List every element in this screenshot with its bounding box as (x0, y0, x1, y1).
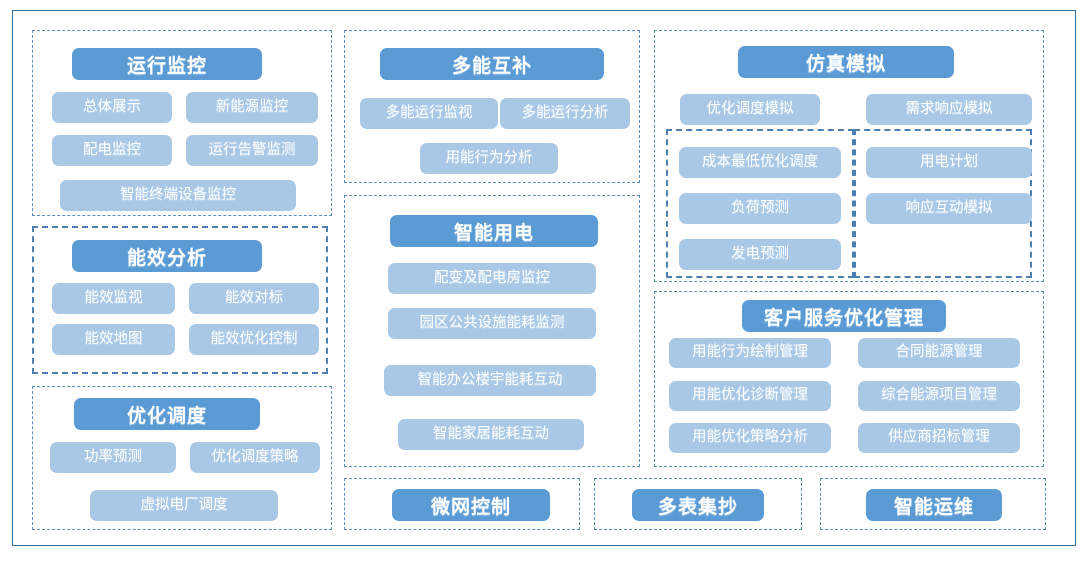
item-transformer-distribution-room-monitoring[interactable]: 配变及配电房监控 (388, 263, 596, 294)
section-header-simulation[interactable]: 仿真模拟 (738, 46, 954, 78)
item-lowest-cost-optimized-dispatch[interactable]: 成本最低优化调度 (679, 147, 841, 178)
section-header-microgrid-control[interactable]: 微网控制 (392, 489, 550, 521)
section-header-customer-service-optimization[interactable]: 客户服务优化管理 (742, 300, 946, 332)
item-multi-energy-operation-monitoring[interactable]: 多能运行监视 (360, 98, 498, 129)
item-park-public-facility-energy-monitoring[interactable]: 园区公共设施能耗监测 (388, 308, 596, 339)
item-energy-optimization-diagnosis-management[interactable]: 用能优化诊断管理 (669, 381, 831, 411)
item-multi-energy-operation-analysis[interactable]: 多能运行分析 (500, 98, 630, 129)
item-efficiency-optimization-control[interactable]: 能效优化控制 (189, 324, 319, 355)
item-operation-alarm-monitoring[interactable]: 运行告警监测 (186, 135, 318, 166)
item-integrated-energy-project-management[interactable]: 综合能源项目管理 (858, 381, 1020, 411)
item-generation-forecast[interactable]: 发电预测 (679, 239, 841, 270)
item-energy-use-behavior-analysis[interactable]: 用能行为分析 (420, 143, 558, 174)
item-new-energy-monitoring[interactable]: 新能源监控 (186, 92, 318, 123)
item-optimized-dispatch-strategy[interactable]: 优化调度策略 (190, 442, 320, 473)
item-efficiency-monitoring[interactable]: 能效监视 (52, 283, 175, 314)
item-efficiency-map[interactable]: 能效地图 (52, 324, 175, 355)
section-header-optimized-dispatch[interactable]: 优化调度 (74, 398, 260, 430)
item-contract-energy-management[interactable]: 合同能源管理 (858, 338, 1020, 368)
section-header-multi-energy-complementary[interactable]: 多能互补 (380, 48, 604, 80)
item-power-forecast[interactable]: 功率预测 (50, 442, 176, 473)
item-demand-response-simulation[interactable]: 需求响应模拟 (866, 94, 1032, 125)
item-optimized-dispatch-simulation[interactable]: 优化调度模拟 (680, 94, 820, 125)
item-smart-terminal-device-monitoring[interactable]: 智能终端设备监控 (60, 180, 296, 211)
section-header-smart-electricity-use[interactable]: 智能用电 (390, 215, 598, 247)
item-supplier-bidding-management[interactable]: 供应商招标管理 (858, 423, 1020, 453)
item-smart-home-energy-interaction[interactable]: 智能家居能耗互动 (398, 419, 584, 450)
section-header-smart-operation-maintenance[interactable]: 智能运维 (866, 489, 1002, 521)
item-overall-display[interactable]: 总体展示 (52, 92, 172, 123)
item-efficiency-benchmarking[interactable]: 能效对标 (189, 283, 319, 314)
section-header-operation-monitoring[interactable]: 运行监控 (72, 48, 262, 80)
item-load-forecast[interactable]: 负荷预测 (679, 193, 841, 224)
item-energy-optimization-strategy-analysis[interactable]: 用能优化策略分析 (669, 423, 831, 453)
item-virtual-power-plant-dispatch[interactable]: 虚拟电厂调度 (90, 490, 278, 521)
item-electricity-use-plan[interactable]: 用电计划 (866, 147, 1032, 178)
item-smart-office-building-energy-interaction[interactable]: 智能办公楼宇能耗互动 (384, 365, 596, 396)
item-distribution-monitoring[interactable]: 配电监控 (52, 135, 172, 166)
section-header-multi-meter-reading[interactable]: 多表集抄 (632, 489, 764, 521)
section-header-energy-efficiency-analysis[interactable]: 能效分析 (72, 240, 262, 272)
item-energy-behavior-mapping-management[interactable]: 用能行为绘制管理 (669, 338, 831, 368)
item-response-interaction-simulation[interactable]: 响应互动模拟 (866, 193, 1032, 224)
